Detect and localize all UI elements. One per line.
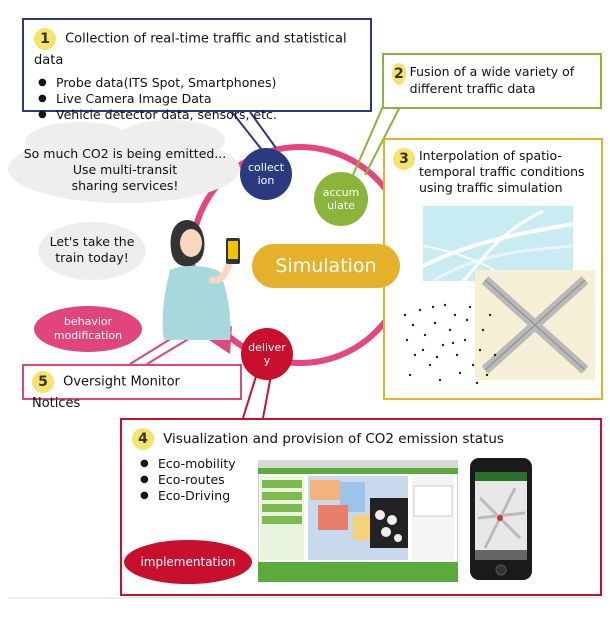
website-screenshot: [258, 460, 458, 582]
thought-line: train today!: [55, 250, 129, 265]
connector-4: [242, 369, 259, 419]
node-label: y: [263, 354, 271, 367]
fusion-box: 2 Fusion of a wide variety of different …: [382, 53, 602, 109]
list-item: Vehicle detector data, sensors, etc.: [34, 107, 360, 123]
interpolation-title-line: temporal traffic conditions: [419, 164, 585, 179]
simulation-pill: Simulation: [252, 244, 400, 288]
oversight-title: Oversight Monitor Notices: [32, 374, 180, 412]
step-number-3: 3: [393, 148, 415, 170]
interpolation-title-line: Interpolation of spatio-: [419, 148, 562, 163]
collection-title: Collection of real-time traffic and stat…: [34, 31, 347, 69]
list-item: Eco-Driving: [136, 488, 590, 504]
list-item: Eco-mobility: [136, 456, 590, 472]
woman-figure: [162, 220, 240, 340]
oversight-box: 5 Oversight Monitor Notices: [22, 364, 242, 411]
node-label: ion: [257, 174, 275, 187]
collection-list: Probe data(ITS Spot, Smartphones) Live C…: [34, 75, 360, 123]
step-number-4: 4: [132, 428, 154, 450]
fusion-title: Fusion of a wide variety of different tr…: [409, 64, 575, 96]
thought-line: sharing services!: [71, 178, 179, 193]
list-item: Live Camera Image Data: [34, 91, 360, 107]
visualization-list: Eco-mobility Eco-routes Eco-Driving: [136, 456, 590, 504]
list-item: Eco-routes: [136, 472, 590, 488]
thought-cloud-train: [38, 222, 146, 280]
node-label: accum: [322, 186, 360, 199]
traffic-scatter-image: [403, 303, 497, 385]
implementation-node: implementation: [124, 540, 252, 584]
smartphone-image: [470, 458, 532, 580]
node-label: ulate: [327, 199, 355, 212]
thought-line: Use multi-transit: [72, 162, 178, 177]
train-thought: Let's take the train today!: [40, 234, 144, 266]
thought-line: So much CO2 is being emitted...: [23, 146, 227, 161]
node-label: behavior: [63, 315, 113, 328]
thought-cloud-part: [115, 120, 225, 160]
interpolation-title-line: using traffic simulation: [419, 180, 563, 195]
intersection-image: [475, 270, 595, 380]
list-item: Probe data(ITS Spot, Smartphones): [34, 75, 360, 91]
step-number-5: 5: [32, 371, 54, 393]
road-simulation-image: [423, 206, 573, 281]
visualization-title: Visualization and provision of CO2 emiss…: [163, 431, 504, 447]
thought-line: Let's take the: [49, 234, 135, 249]
step-number-2: 2: [392, 63, 406, 85]
co2-thought: So much CO2 is being emitted... Use mult…: [14, 146, 236, 194]
collection-box: 1 Collection of real-time traffic and st…: [22, 18, 372, 123]
step-number-1: 1: [34, 28, 56, 50]
node-label: deliver: [248, 341, 286, 354]
node-label: modification: [53, 329, 123, 342]
node-label: collect: [247, 161, 285, 174]
interpolation-box: 3 Interpolation of spatio- temporal traf…: [383, 138, 603, 400]
